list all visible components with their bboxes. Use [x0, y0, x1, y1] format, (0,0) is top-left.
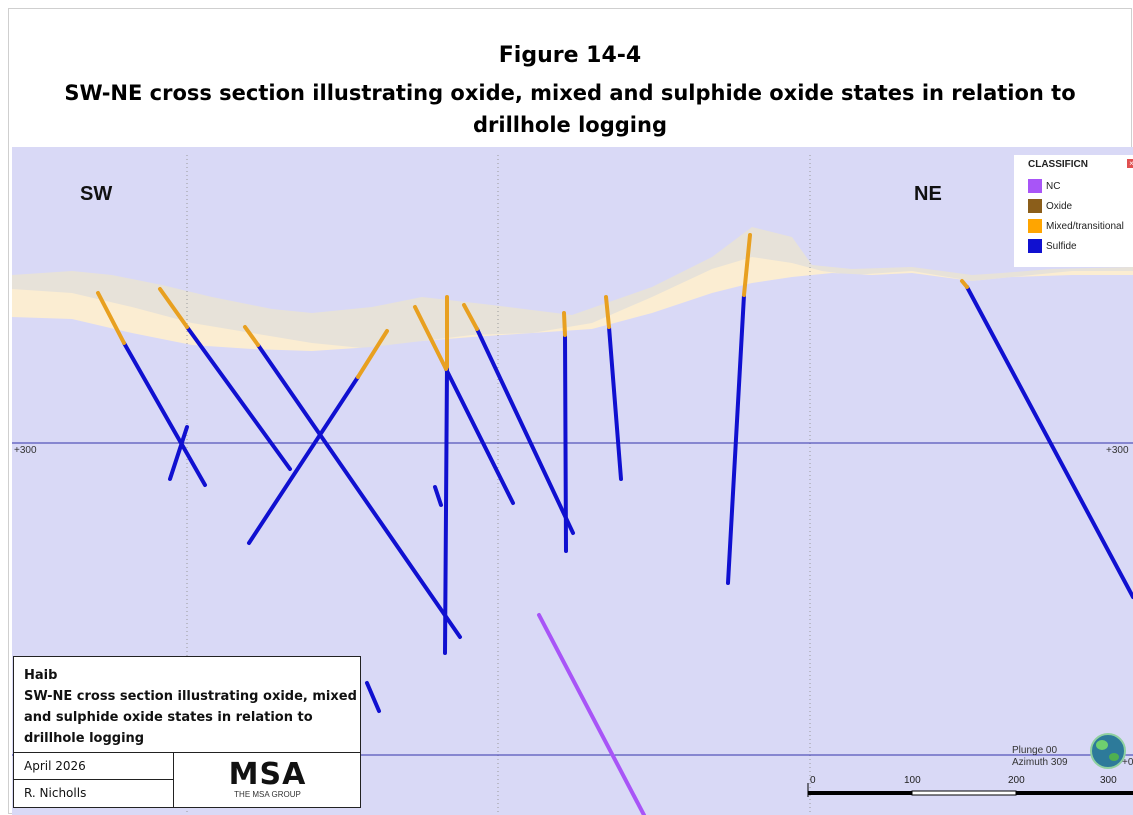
info-author: R. Nicholls	[14, 780, 174, 807]
globe-icon	[1090, 733, 1126, 769]
drillholes-sulfide	[122, 285, 1133, 713]
legend-item-mixed: Mixed/transitional	[1028, 217, 1124, 235]
scale-tick-100: 100	[904, 775, 921, 786]
legend-item-oxide: Oxide	[1028, 197, 1072, 215]
figure-number: Figure 14-4	[498, 43, 642, 68]
legend-label-oxide: Oxide	[1046, 200, 1073, 212]
info-box: Haib SW-NE cross section illustrating ox…	[13, 656, 361, 808]
scale-tick-300: 300	[1100, 775, 1117, 786]
legend-swatch-sulfide	[1028, 239, 1042, 253]
legend-swatch-nc	[1028, 179, 1042, 193]
scale-bar	[807, 783, 1133, 797]
info-date: April 2026	[14, 753, 174, 780]
drillhole-nc	[537, 613, 646, 815]
legend-title: CLASSIFICN	[1028, 159, 1088, 170]
close-icon[interactable]: ×	[1127, 159, 1133, 168]
elevation-label-lower-right: +0	[1122, 757, 1133, 768]
logo-subtext: THE MSA GROUP	[234, 790, 301, 799]
legend-label-mixed: Mixed/transitional	[1046, 220, 1124, 232]
azimuth-label: Azimuth 309	[1012, 757, 1068, 768]
info-main: Haib SW-NE cross section illustrating ox…	[14, 657, 360, 753]
legend-item-nc: NC	[1028, 177, 1060, 195]
ne-label: NE	[914, 183, 942, 205]
scale-tick-0: 0	[810, 775, 816, 786]
legend-label-nc: NC	[1046, 180, 1061, 192]
msa-logo: MSA THE MSA GROUP	[175, 753, 360, 807]
elevation-label-left: +300	[14, 445, 37, 456]
sw-label: SW	[80, 183, 113, 205]
logo-text: MSA	[228, 757, 307, 792]
project-name: Haib	[24, 668, 58, 683]
legend-item-sulfide: Sulfide	[1028, 237, 1077, 255]
legend-swatch-oxide	[1028, 199, 1042, 213]
elevation-label-right: +300	[1106, 445, 1129, 456]
legend-swatch-mixed	[1028, 219, 1042, 233]
scale-tick-200: 200	[1008, 775, 1025, 786]
plunge-label: Plunge 00	[1012, 745, 1058, 756]
figure-title-block: Figure 14-4 SW-NE cross section illustra…	[9, 9, 1131, 147]
figure-caption: SW-NE cross section illustrating oxide, …	[64, 81, 1076, 137]
info-description: SW-NE cross section illustrating oxide, …	[24, 689, 357, 746]
drillholes-mixed	[96, 233, 969, 379]
legend-label-sulfide: Sulfide	[1046, 240, 1077, 252]
legend: CLASSIFICN × NC Oxide Mixed/transitional…	[1014, 155, 1133, 267]
